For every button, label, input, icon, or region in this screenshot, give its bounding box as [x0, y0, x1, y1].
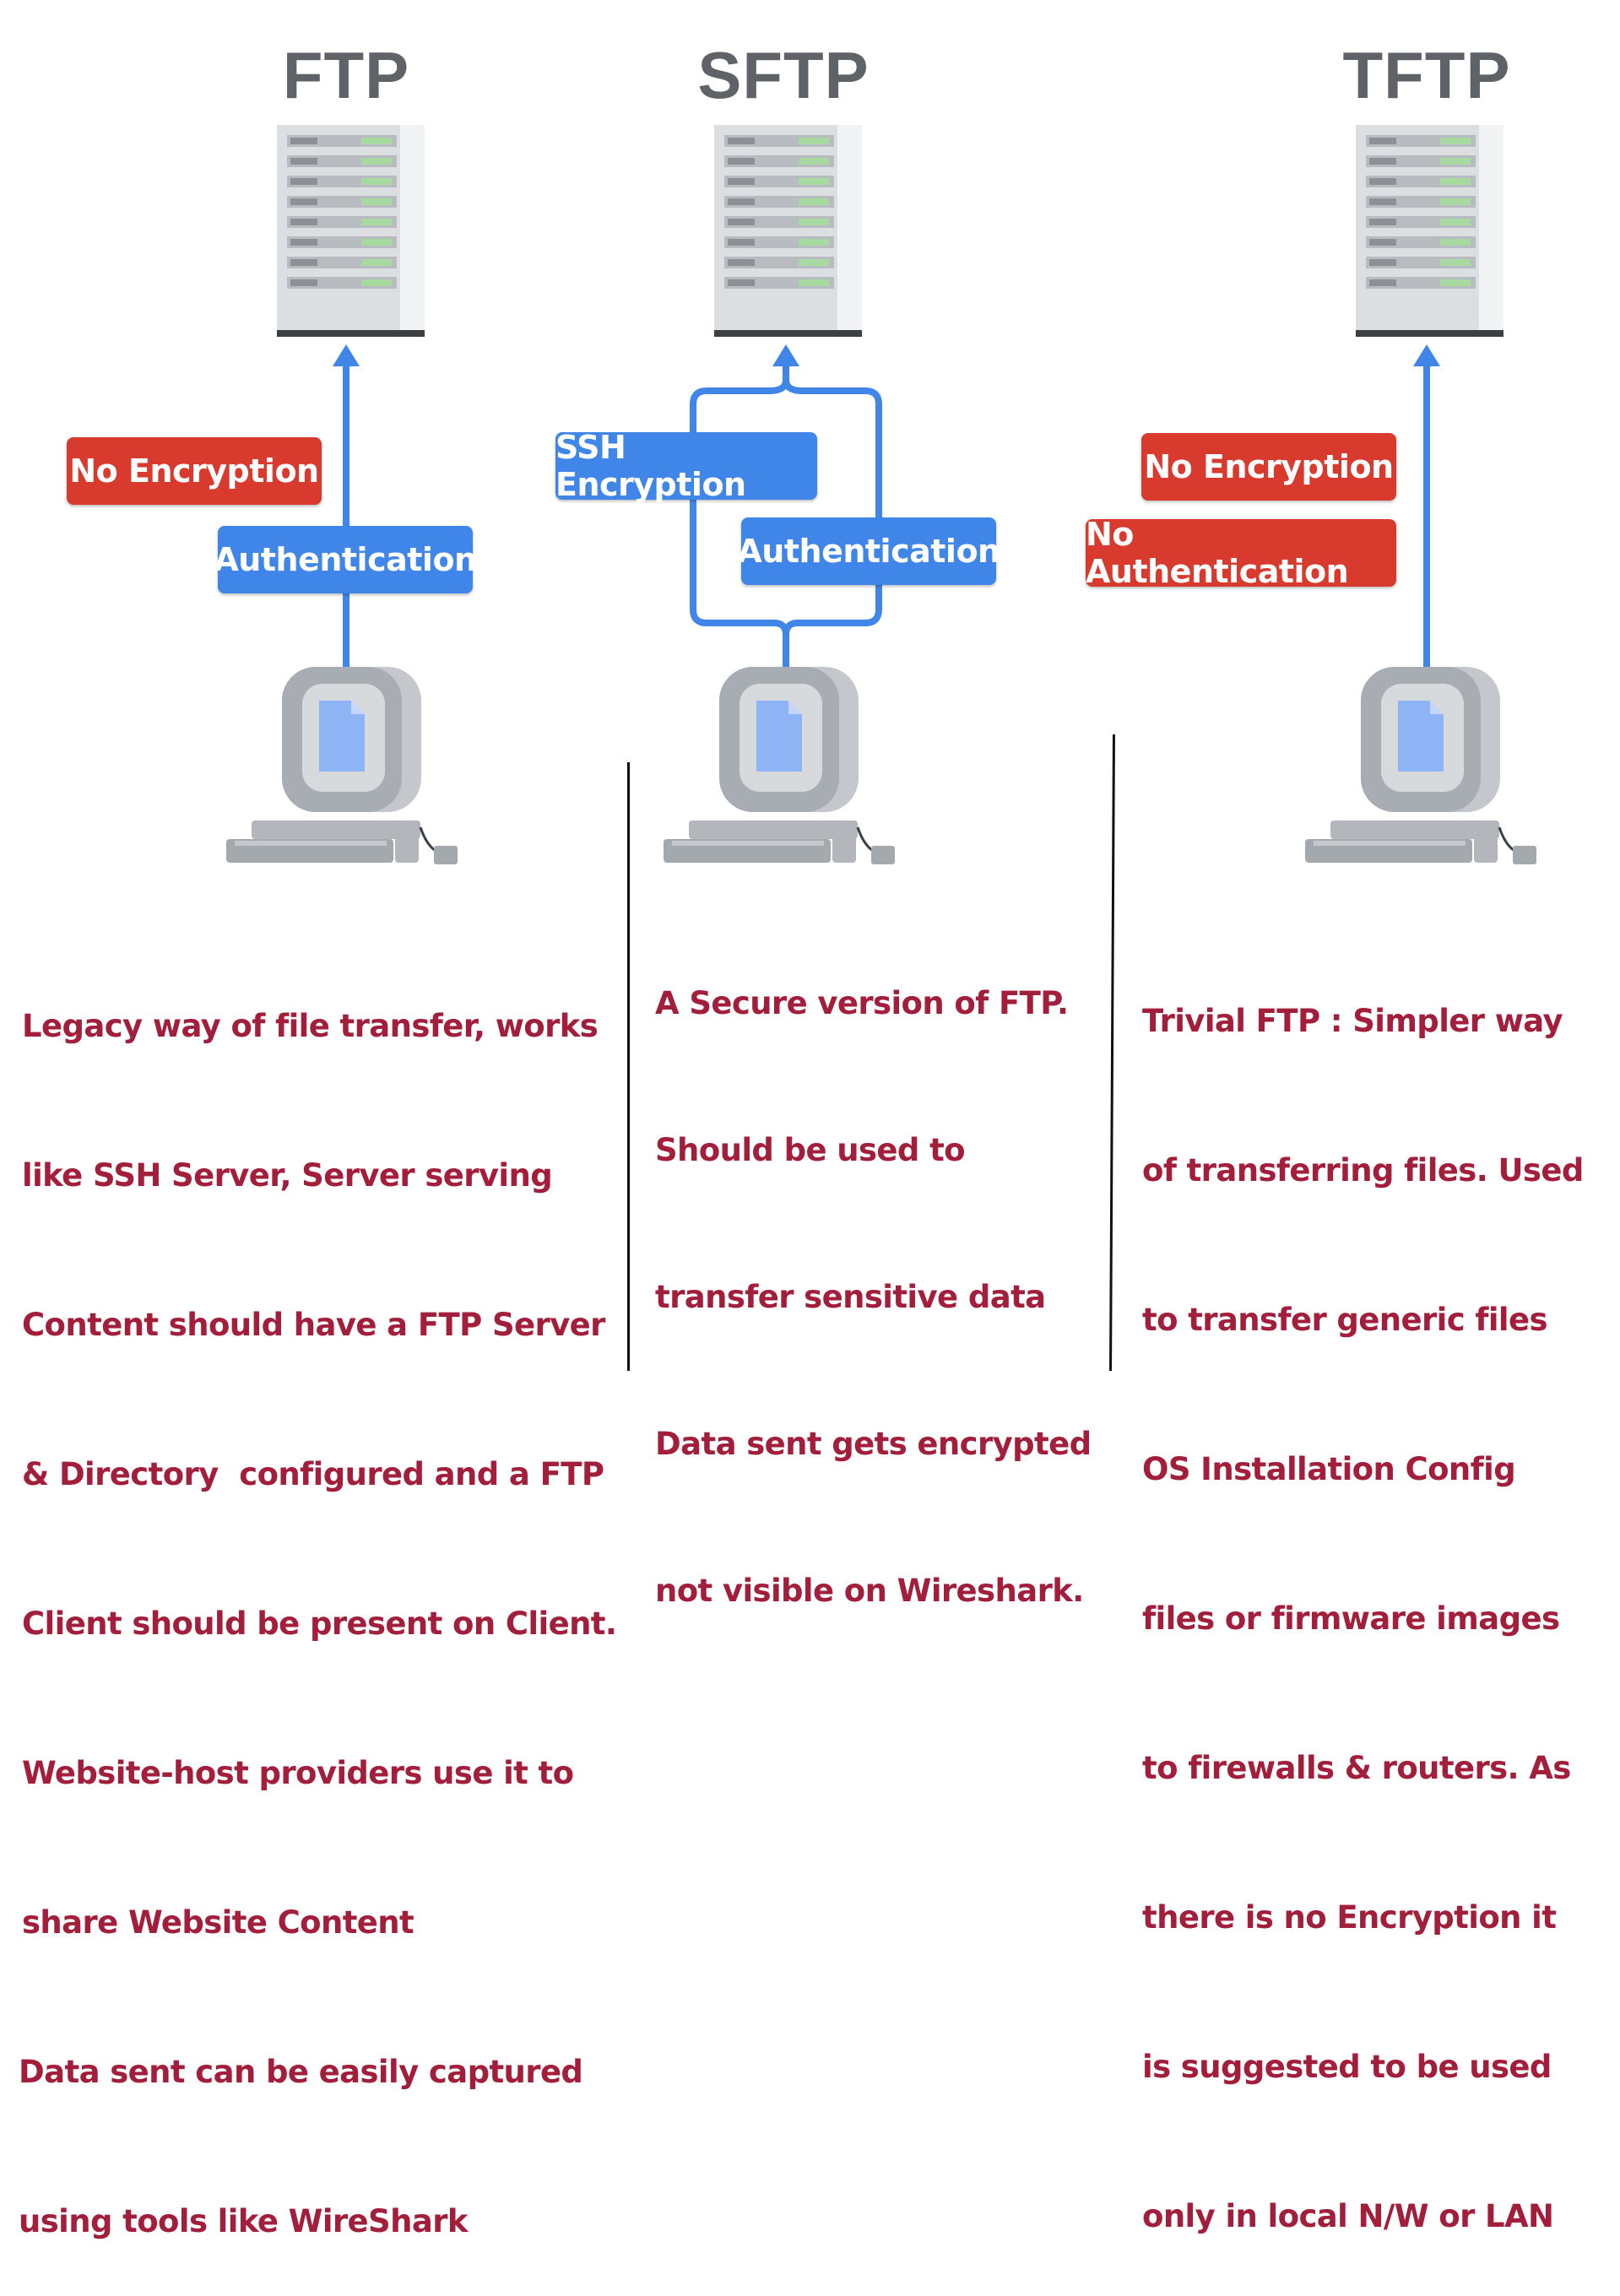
server-icon — [277, 125, 425, 337]
description-line: like SSH Server, Server serving — [22, 1157, 553, 1194]
description-line: Content should have a FTP Server — [22, 1307, 605, 1343]
ftp-no-encryption-tag: No Encryption — [67, 437, 322, 505]
description-line: Legacy way of file transfer, works — [22, 1008, 599, 1044]
sftp-arrowhead — [772, 344, 799, 366]
description-line: Data sent can be easily captured — [19, 2054, 583, 2090]
computer-icon — [664, 667, 895, 864]
description-line: Data sent gets encrypted — [655, 1426, 1092, 1462]
description-line: transfer sensitive data — [655, 1279, 1046, 1315]
description-line: Website-host providers use it to — [22, 1755, 574, 1791]
sftp-description: A Secure version of FTP. Should be used … — [655, 881, 1092, 1665]
tftp-no-authentication-tag: No Authentication — [1086, 516, 1396, 590]
description-line: to transfer generic files — [1142, 1302, 1548, 1338]
description-line: Client should be present on Client. — [22, 1606, 617, 1642]
description-line: not visible on Wireshark. — [655, 1573, 1084, 1609]
description-line: using tools like WireShark — [19, 2203, 468, 2239]
description-line: files or firmware images — [1142, 1600, 1560, 1637]
connection-arrows — [333, 344, 1440, 671]
tftp-no-encryption-tag: No Encryption — [1141, 433, 1396, 501]
description-line: of transferring files. Used — [1142, 1152, 1584, 1189]
server-icon — [1356, 125, 1504, 337]
description-line: to firewalls & routers. As — [1142, 1750, 1571, 1786]
tftp-arrowhead — [1413, 344, 1440, 366]
description-line: Should be used to — [655, 1132, 966, 1168]
ftp-arrowhead — [333, 344, 360, 366]
description-line: OS Installation Config — [1142, 1451, 1516, 1487]
column-divider — [627, 762, 630, 1371]
description-line: only in local N/W or LAN — [1142, 2198, 1554, 2234]
description-line: share Website Content — [22, 1904, 414, 1941]
tftp-description: Trivial FTP : Simpler way of transferrin… — [1142, 896, 1584, 2291]
sftp-arrow — [690, 365, 882, 671]
description-line: there is no Encryption it — [1142, 1899, 1557, 1936]
tftp-title: TFTP — [1342, 38, 1511, 112]
description-line: is suggested to be used — [1142, 2049, 1552, 2085]
sftp-ssh-encryption-tag: SSH Encryption — [555, 429, 817, 503]
ftp-authentication-tag: Authentication — [214, 526, 477, 593]
computer-icon — [226, 667, 458, 864]
ftp-title: FTP — [282, 38, 410, 112]
description-line: Trivial FTP : Simpler way — [1142, 1003, 1563, 1039]
description-line: & Directory configured and a FTP — [22, 1456, 604, 1492]
ftp-description: Legacy way of file transfer, works like … — [19, 902, 617, 2296]
sftp-title: SFTP — [697, 38, 870, 112]
server-icon — [714, 125, 862, 337]
sftp-authentication-tag: Authentication — [737, 517, 1000, 585]
description-line: A Secure version of FTP. — [655, 985, 1069, 1021]
computer-icon — [1305, 667, 1536, 864]
